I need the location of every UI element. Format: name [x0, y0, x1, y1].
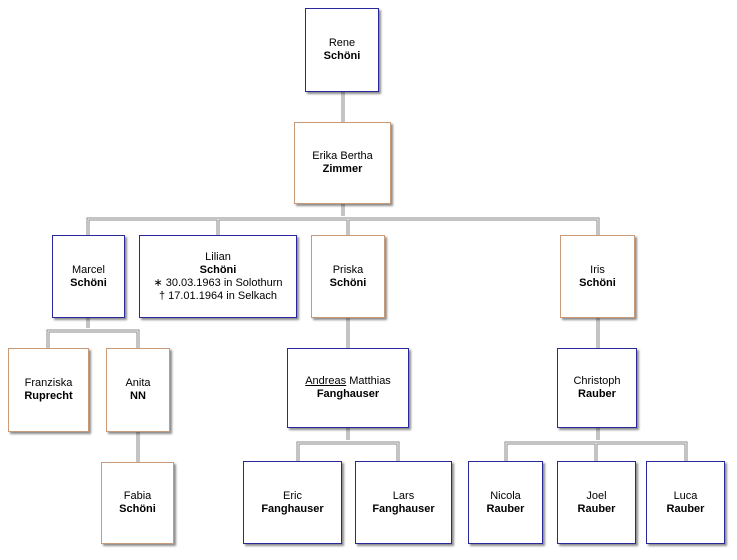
surname: Rauber: [577, 502, 616, 515]
person-box-anita[interactable]: Anita NN: [106, 348, 170, 432]
birth-event: ∗ 30.03.1963 in Solothurn: [153, 276, 283, 289]
person-box-erika[interactable]: Erika Bertha Zimmer: [294, 122, 391, 204]
person-box-fabia[interactable]: Fabia Schöni: [101, 462, 174, 544]
surname: Rauber: [486, 502, 525, 515]
person-box-iris[interactable]: Iris Schöni: [560, 235, 635, 318]
given-name: Anita: [125, 377, 151, 389]
person-box-franziska[interactable]: Franziska Ruprecht: [8, 348, 89, 432]
surname: Ruprecht: [24, 390, 73, 402]
surname: Fanghauser: [316, 388, 380, 400]
given-name: Nicola: [490, 489, 521, 502]
given-name: Lilian: [205, 250, 231, 263]
given-name-underlined: Andreas: [305, 375, 347, 387]
surname: Schöni: [70, 276, 107, 289]
given-name-rest: Matthias: [349, 375, 391, 387]
person-box-lars[interactable]: Lars Fanghauser: [355, 461, 452, 544]
given-name: Joel: [586, 489, 607, 502]
given-name: Franziska: [24, 377, 73, 389]
surname: Schöni: [199, 263, 237, 276]
person-box-eric[interactable]: Eric Fanghauser: [243, 461, 342, 544]
surname: Schöni: [329, 276, 367, 289]
surname: Schöni: [579, 276, 616, 289]
person-box-luca[interactable]: Luca Rauber: [646, 461, 725, 544]
given-name: Luca: [673, 489, 698, 502]
surname: Fanghauser: [261, 502, 324, 515]
person-box-priska[interactable]: Priska Schöni: [311, 235, 385, 318]
given-name: Iris: [590, 263, 605, 276]
death-event: † 17.01.1964 in Selkach: [158, 289, 278, 302]
given-name: Lars: [392, 489, 415, 502]
person-box-christoph[interactable]: Christoph Rauber: [557, 348, 637, 428]
given-name: Rene: [328, 37, 356, 49]
surname: Schöni: [119, 503, 156, 515]
person-box-lilian[interactable]: Lilian Schöni ∗ 30.03.1963 in Solothurn …: [139, 235, 297, 318]
given-name: Priska: [332, 263, 364, 276]
surname: Rauber: [578, 388, 616, 400]
given-name: Fabia: [123, 490, 152, 502]
given-name: Andreas Matthias: [305, 375, 391, 388]
given-name: Eric: [283, 489, 302, 502]
surname: NN: [130, 390, 146, 402]
person-box-nicola[interactable]: Nicola Rauber: [468, 461, 543, 544]
given-name: Marcel: [71, 263, 105, 276]
surname: Rauber: [666, 502, 705, 515]
person-box-marcel[interactable]: Marcel Schöni: [52, 235, 125, 318]
person-box-rene[interactable]: Rene Schöni: [305, 8, 379, 92]
given-name: Christoph: [573, 375, 621, 387]
given-name: Erika Bertha: [312, 150, 373, 162]
connector-marcel-spouses: [46, 318, 140, 348]
surname: Zimmer: [322, 163, 363, 175]
surname: Schöni: [323, 50, 361, 62]
surname: Fanghauser: [372, 502, 435, 515]
person-box-joel[interactable]: Joel Rauber: [557, 461, 636, 544]
person-box-andreas[interactable]: Andreas Matthias Fanghauser: [287, 348, 409, 428]
